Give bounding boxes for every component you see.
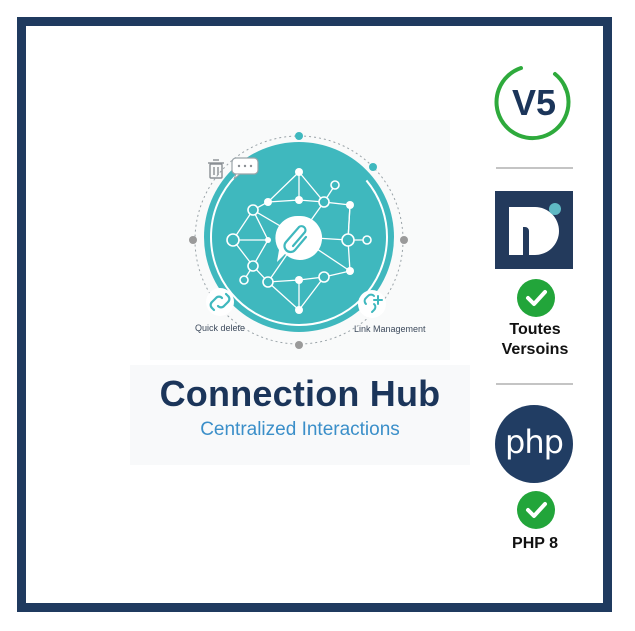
chat-bubble-icon bbox=[231, 157, 259, 180]
trash-icon bbox=[208, 159, 224, 179]
page-subtitle: Centralized Interactions bbox=[200, 419, 400, 440]
link-icon bbox=[209, 292, 231, 312]
network-hub-graphic bbox=[189, 132, 408, 349]
link-add-icon bbox=[363, 293, 383, 313]
version-label: V5 bbox=[511, 82, 557, 123]
php-version-label: PHP 8 bbox=[512, 535, 558, 552]
page-title: Connection Hub bbox=[159, 373, 441, 414]
dolibarr-logo bbox=[495, 191, 573, 269]
dolibarr-d-icon bbox=[509, 203, 561, 255]
php-logo-text: php bbox=[505, 423, 564, 461]
quick-delete-label: Quick delete bbox=[195, 323, 246, 333]
version-ring-icon bbox=[494, 66, 571, 141]
title-block: Connection Hub Centralized Interactions bbox=[130, 365, 470, 465]
dolibarr-label-line1: Toutes bbox=[509, 321, 561, 338]
dolibarr-label-line2: Versoins bbox=[501, 341, 569, 358]
dolibarr-check-icon bbox=[517, 279, 555, 317]
dolibarr-versions-label: Toutes Versoins bbox=[490, 321, 580, 359]
divider-1 bbox=[496, 167, 573, 169]
version-badge: V5 bbox=[493, 62, 575, 144]
hero-illustration: Quick delete Link Management bbox=[150, 120, 450, 360]
link-management-label: Link Management bbox=[354, 324, 426, 334]
php-logo: php bbox=[495, 405, 573, 483]
divider-2 bbox=[496, 383, 573, 385]
php-check-icon bbox=[517, 491, 555, 529]
paperclip-icon bbox=[283, 225, 308, 254]
